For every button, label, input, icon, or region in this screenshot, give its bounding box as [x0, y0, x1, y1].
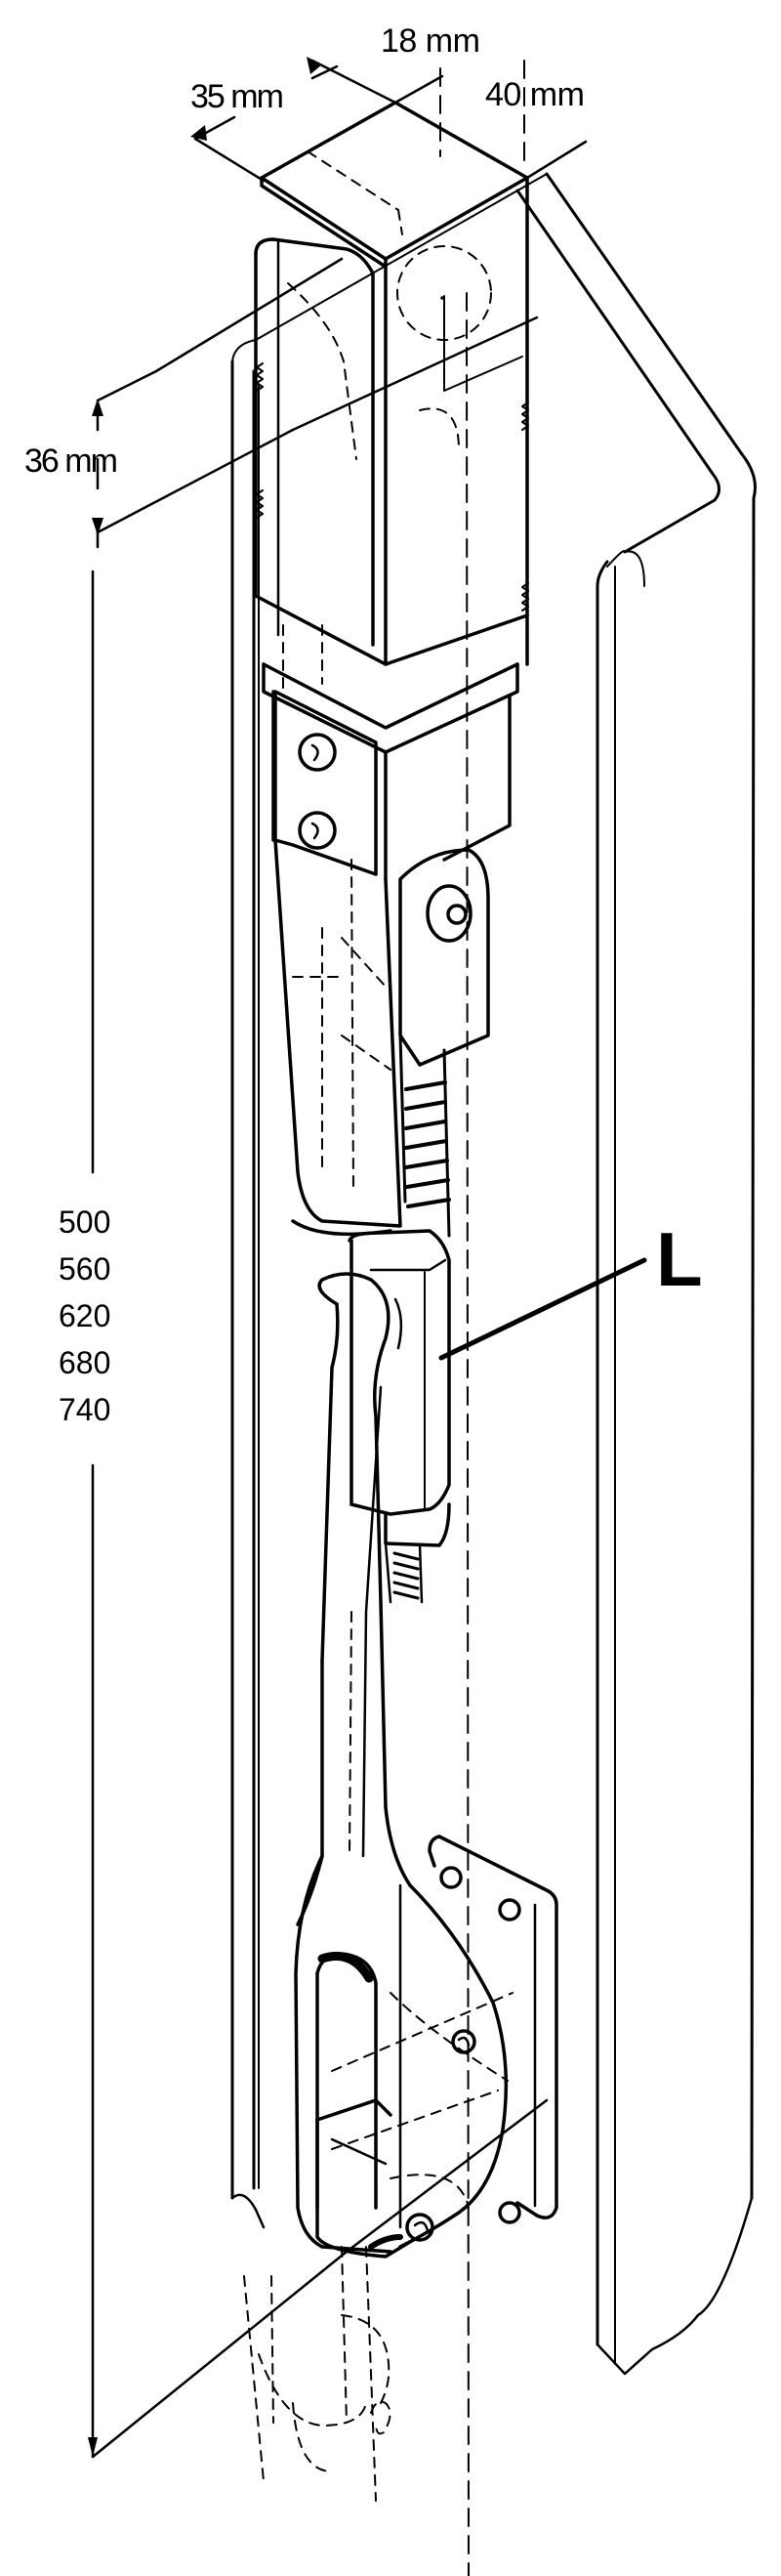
base-plate	[428, 1835, 558, 2224]
lever-arm	[296, 1272, 412, 1926]
left-bracket	[273, 690, 378, 876]
lever-upper	[273, 838, 402, 1237]
hidden-lines-top	[282, 150, 492, 695]
dimension-label-36mm: 36 mm	[24, 443, 118, 480]
length-option: 500	[59, 1204, 111, 1240]
dimension-label-35mm: 35 mm	[190, 78, 284, 115]
callout-label-L: L	[656, 1216, 703, 1302]
threaded-rod	[398, 1034, 451, 1238]
length-option: 680	[59, 1345, 111, 1380]
length-option: 620	[59, 1298, 111, 1333]
length-option: 740	[59, 1392, 111, 1427]
length-options-list: 500 560 620 680 740	[59, 1206, 110, 1425]
callout-leader-L	[438, 1257, 647, 1361]
channel-post	[230, 172, 757, 2376]
adjuster-nut	[348, 1229, 451, 1604]
dimension-arrows	[88, 57, 322, 2457]
length-option: 560	[59, 1251, 111, 1287]
right-clevis	[398, 848, 490, 1067]
hook-shoe	[315, 2098, 412, 2259]
center-lines	[439, 60, 525, 2576]
dimension-label-40mm: 40 mm	[485, 76, 585, 113]
dimension-lines	[91, 59, 588, 2459]
cam-body	[294, 1854, 509, 2254]
dimension-label-18mm: 18 mm	[381, 22, 480, 60]
